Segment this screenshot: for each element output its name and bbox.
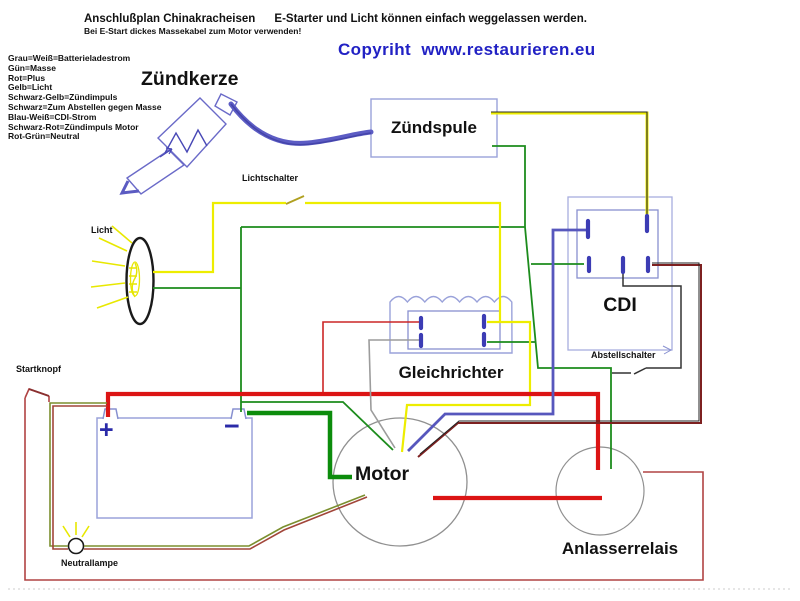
zuendspule-label: Zündspule	[391, 117, 477, 137]
wire-zuendimpuls-motor-rot	[417, 264, 702, 458]
legend-line: Blau-Weiß=CDI-Strom	[8, 111, 97, 122]
batterie-minus-terminal	[230, 408, 247, 420]
wire-plus-rot	[105, 391, 602, 501]
zuendkerze-drawing	[119, 93, 238, 195]
legend-line: Schwarz-Rot=Zündimpuls Motor	[8, 121, 139, 132]
motor-circle	[332, 417, 468, 547]
zuendkerze-label: Zündkerze	[141, 68, 239, 90]
batterie-plus-sign: +	[99, 416, 114, 444]
cdi-label: CDI	[603, 294, 637, 316]
cdi-box-arrow	[662, 345, 673, 355]
neutrallampe-bulb	[62, 522, 90, 555]
wire-neutral-rot	[52, 405, 368, 550]
wire-masse-dick	[247, 410, 352, 480]
wire-masse-gruen	[153, 145, 612, 469]
zuendkerze-arrow	[159, 147, 173, 158]
motor-label: Motor	[355, 463, 410, 485]
cdi-box	[567, 196, 673, 355]
licht-rays	[90, 225, 133, 309]
anlasserrelais-label: Anlasserrelais	[561, 539, 679, 558]
gleichrichter-label: Gleichrichter	[398, 363, 504, 382]
wire-ladestrom-rot	[322, 321, 419, 392]
lichtschalter-label: Lichtschalter	[242, 173, 299, 183]
zuendkabel-scribble	[230, 103, 372, 146]
copyright-text: Copyriht www.restaurieren.eu	[338, 40, 596, 59]
neutrallampe-rays	[62, 522, 90, 538]
wire-zuendimpuls-schwarz	[491, 111, 648, 221]
wire-ladestrom-grau	[368, 339, 419, 449]
neutrallampe-label: Neutrallampe	[61, 558, 119, 568]
color-legend: Grau=Weiß=Batterieladestrom Gün=Masse Ro…	[8, 53, 162, 142]
batterie-box	[96, 408, 253, 519]
licht-filament-squiggle	[129, 262, 138, 298]
licht-bulb	[90, 225, 155, 326]
legend-line: Schwarz-Gelb=Zündimpuls	[8, 92, 118, 103]
zuendkerze-tip	[119, 180, 140, 195]
abstellschalter-label: Abstellschalter	[591, 350, 656, 360]
wire-zuendimpuls-motor-schwarz	[419, 262, 700, 455]
legend-line: Gelb=Licht	[8, 82, 53, 93]
startknopf-lever	[28, 388, 50, 397]
legend-line: Gün=Masse	[8, 62, 56, 73]
page-title: Anschlußplan Chinakracheisen E-Starter u…	[84, 13, 587, 25]
legend-line: Schwarz=Zum Abstellen gegen Masse	[8, 101, 162, 112]
wire-licht-gelb	[153, 201, 532, 453]
zuendspule-box	[370, 98, 498, 158]
wire-cdi-blau	[407, 228, 586, 452]
gleichrichter-box	[389, 295, 513, 354]
legend-line: Rot=Plus	[8, 72, 46, 83]
batterie-minus-sign: −	[224, 411, 240, 441]
legend-line: Grau=Weiß=Batterieladestrom	[8, 53, 131, 63]
lichtschalter-lever	[285, 195, 305, 205]
legend-line: Rot-Grün=Neutral	[8, 131, 80, 142]
startknopf-label: Startknopf	[16, 364, 61, 374]
wire-neutral-gruen	[49, 402, 366, 547]
connector-pins	[418, 213, 651, 349]
page-subtitle: Bei E-Start dickes Massekabel zum Motor …	[84, 26, 302, 36]
licht-label: Licht	[91, 225, 113, 235]
wire-abstellschalter	[612, 272, 682, 375]
zuendkerze-zigzag	[164, 128, 208, 154]
